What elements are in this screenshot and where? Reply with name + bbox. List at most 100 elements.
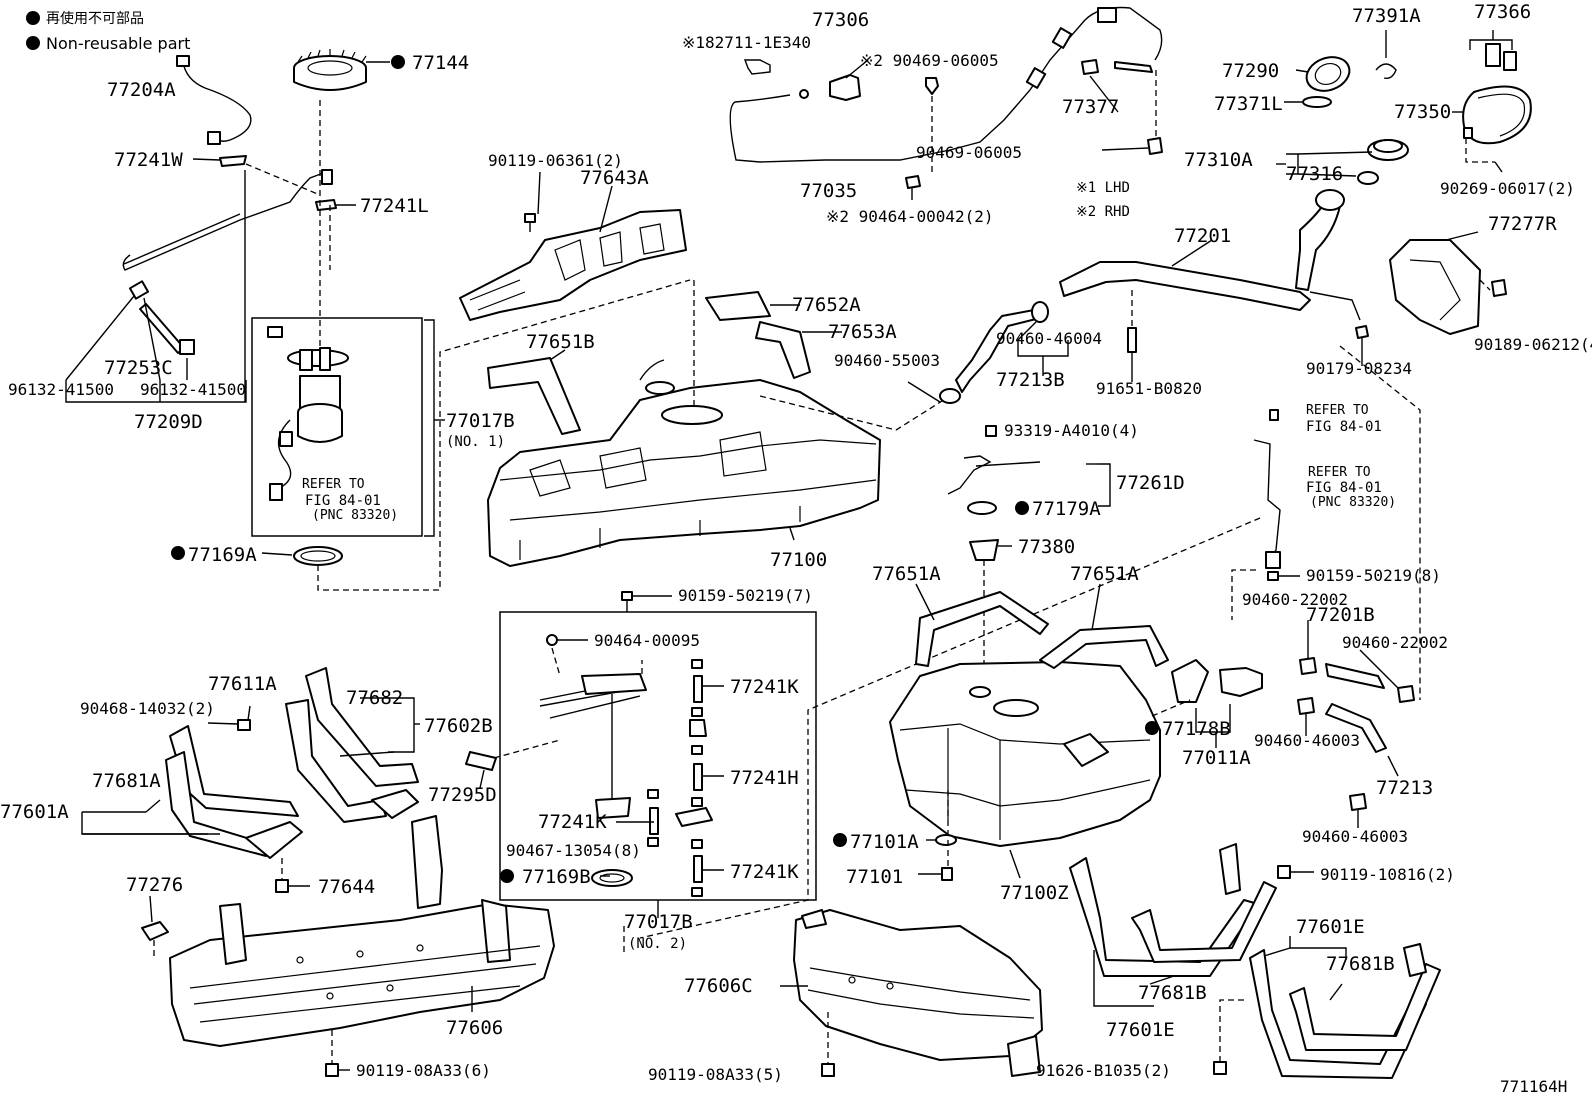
- part-number: 77241K: [730, 861, 799, 883]
- bracket-77277R: [1389, 239, 1481, 335]
- part-number: 90119-06361(2): [488, 151, 623, 170]
- part-number: 77179A: [1032, 498, 1101, 520]
- bolt-90119-08A33-5: [821, 1063, 835, 1077]
- clip-90464-00042: [905, 175, 921, 189]
- part-number: 77241W: [114, 149, 183, 171]
- part-number: 77306: [812, 9, 869, 31]
- part-number: 77100: [770, 549, 827, 571]
- part-number: 77350: [1394, 101, 1451, 123]
- svg-text:REFER TO: REFER TO: [1306, 403, 1369, 418]
- fuel-tank-77100: [487, 359, 881, 567]
- diagram-id: 771164H: [1500, 1077, 1567, 1096]
- part-number: 77241H: [730, 767, 799, 789]
- svg-text:FIG 84-01: FIG 84-01: [1306, 480, 1382, 496]
- part-number: 77178B: [1162, 718, 1231, 740]
- part-number: 77681B: [1138, 982, 1207, 1004]
- part-number: 77209D: [134, 411, 203, 433]
- part-number: 90460-46003: [1302, 827, 1408, 846]
- part-number: 90119-08A33(5): [648, 1065, 783, 1084]
- filler-gasket-77290: [1305, 56, 1351, 92]
- part-number: 91651-B0820: [1096, 379, 1202, 398]
- fuel-pump-assembly: [267, 326, 349, 501]
- part-number: 77601A: [0, 801, 69, 823]
- bolt-90159-50219-7: [621, 591, 633, 612]
- legend-english: Non-reusable part: [46, 34, 190, 53]
- fuel-line-77204A: [176, 55, 252, 145]
- part-number: 77391A: [1352, 5, 1421, 27]
- part-number: 77651A: [1070, 563, 1139, 585]
- skid-plate-77606C: [793, 909, 1043, 1077]
- part-number: 77681A: [92, 770, 161, 792]
- bolt-90119-06361: [524, 213, 536, 232]
- filler-pipe-77201: [1059, 189, 1361, 321]
- part-number: 77651B: [526, 331, 595, 353]
- part-number: 77204A: [107, 79, 176, 101]
- bolt-77644: [275, 879, 289, 893]
- legend-dot-icon: [26, 11, 40, 25]
- screw-93319-A4010: [985, 425, 997, 437]
- part-number: 77169B: [522, 866, 591, 888]
- clamp-90460-22002a: [1299, 657, 1317, 675]
- clamp-90460-22002b: [1397, 685, 1415, 703]
- cap-77380: [969, 539, 999, 561]
- part-number: 77380: [1018, 536, 1075, 558]
- legend-japanese: 再使用不可部品: [46, 10, 144, 27]
- part-note: (NO. 2): [628, 936, 687, 952]
- part-note: (NO. 1): [446, 434, 505, 450]
- part-number: 90467-13054(8): [506, 841, 641, 860]
- part-number: 77261D: [1116, 472, 1185, 494]
- strap-77682: [285, 667, 419, 823]
- bracket-77276: [141, 921, 169, 941]
- gasket-77179A: [967, 501, 997, 515]
- part-number: 90189-06212(4): [1474, 335, 1592, 354]
- bolt-91626-B1035: [1213, 1061, 1227, 1075]
- part-number: 77144: [412, 52, 469, 74]
- bolt-90119-10816: [1277, 865, 1291, 879]
- svg-text:REFER TO: REFER TO: [1308, 465, 1371, 480]
- part-number: 77606: [446, 1017, 503, 1039]
- part-number: 77277R: [1488, 213, 1557, 235]
- svg-text:REFER TO: REFER TO: [302, 477, 365, 492]
- part-number: 96132-41500: [8, 380, 114, 399]
- sender-gauge-77261D: [947, 455, 1041, 495]
- svg-text:(PNC 83320): (PNC 83320): [312, 508, 398, 523]
- strap-77681A: [165, 725, 303, 859]
- grommet-90189-06212: [1491, 279, 1507, 297]
- part-number: 77644: [318, 876, 375, 898]
- part-number: 77611A: [208, 673, 277, 695]
- legend-note: ※2 RHD: [1076, 204, 1130, 220]
- bolt-90159-50219-8: [1267, 571, 1279, 581]
- part-number: 90460-46003: [1254, 731, 1360, 750]
- svg-text:(PNC 83320): (PNC 83320): [1310, 495, 1396, 510]
- part-number: 96132-41500: [140, 380, 246, 399]
- part-number: ※2 90464-00042(2): [826, 207, 994, 226]
- vent-valve-77011A: [1171, 659, 1263, 703]
- part-number: 90460-46004: [996, 329, 1102, 348]
- cushion-77295D: [465, 751, 497, 771]
- fuel-tank-77100Z: [889, 661, 1161, 847]
- fuel-pump-lock-ring: [293, 49, 367, 91]
- part-number: 77602B: [424, 715, 493, 737]
- part-number: 90460-22002: [1242, 590, 1348, 609]
- clip-90469-06005a: [925, 77, 939, 95]
- strap-77681B-b: [1249, 943, 1441, 1079]
- clip-77241W: [219, 155, 247, 167]
- insulator-77653A: [755, 321, 811, 379]
- part-number: ※2 90469-06005: [860, 51, 999, 70]
- part-number: 77035: [800, 180, 857, 202]
- part-number: 77017B: [446, 410, 515, 432]
- part-number: 77253C: [104, 357, 173, 379]
- part-number: ※182711-1E340: [682, 33, 811, 52]
- part-number: 77017B: [624, 911, 693, 933]
- legend-note: ※1 LHD: [1076, 180, 1130, 196]
- svg-text:FIG 84-01: FIG 84-01: [305, 493, 381, 509]
- clamp-77377: [1081, 59, 1099, 75]
- part-number: 90119-08A33(6): [356, 1061, 491, 1080]
- part-number: 90464-00095: [594, 631, 700, 650]
- refer-note-1: REFER TO FIG 84-01 (PNC 83320): [302, 477, 398, 523]
- hose-77201B: [1325, 663, 1387, 753]
- part-number: 77601E: [1106, 1019, 1175, 1041]
- clamp-90460-46003b: [1349, 793, 1367, 811]
